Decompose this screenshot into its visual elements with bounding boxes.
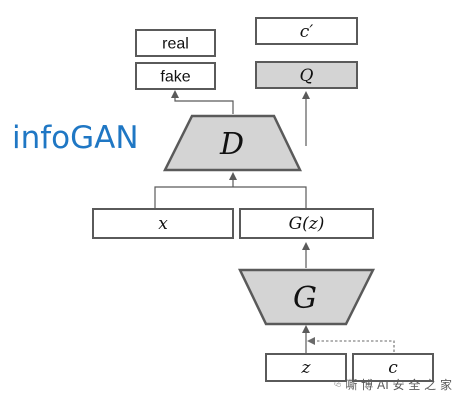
g-label: G bbox=[293, 281, 317, 316]
fake-label: fake bbox=[160, 69, 190, 86]
gz-box: G(z) bbox=[240, 209, 373, 238]
q-box: Q bbox=[256, 62, 357, 88]
discriminator-shape: D bbox=[165, 116, 300, 170]
generator-shape: G bbox=[240, 270, 373, 324]
watermark: 嘶 博 AI 安 全 之 家 bbox=[334, 373, 452, 395]
x-box: x bbox=[93, 209, 233, 238]
diagram-title: infoGAN bbox=[12, 120, 139, 156]
wechat-icon bbox=[334, 377, 341, 391]
z-label: z bbox=[301, 358, 312, 378]
connector-x-up bbox=[155, 187, 306, 208]
fake-box: fake bbox=[136, 63, 215, 89]
q-label: Q bbox=[300, 66, 314, 86]
real-label: real bbox=[162, 36, 189, 53]
watermark-text: 嘶 博 AI 安 全 之 家 bbox=[345, 376, 452, 393]
c-prime-box: c′ bbox=[256, 18, 357, 44]
d-label: D bbox=[219, 127, 244, 162]
x-label: x bbox=[158, 214, 168, 234]
arrow-d-to-fake bbox=[175, 94, 233, 114]
real-box: real bbox=[136, 30, 215, 56]
gz-label: G(z) bbox=[289, 214, 325, 234]
arrow-c-to-g-dashed bbox=[311, 341, 394, 352]
c-prime-label: c′ bbox=[300, 22, 314, 42]
